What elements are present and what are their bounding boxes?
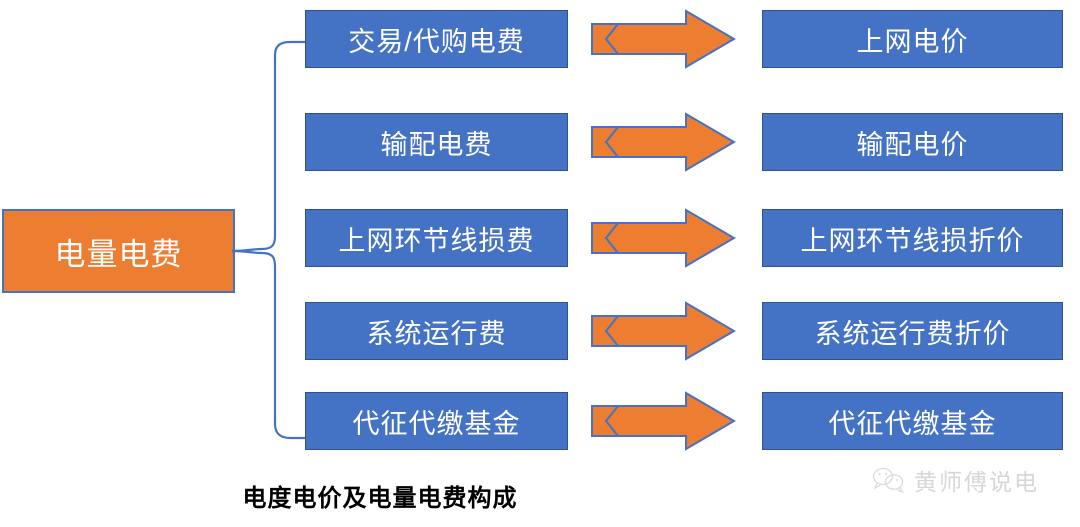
right-arrow-icon-3 <box>591 301 736 361</box>
fee-box-1: 输配电费 <box>305 113 568 171</box>
fee-box-1-label: 输配电费 <box>380 129 493 160</box>
watermark-text: 黄师傅说电 <box>914 469 1039 495</box>
price-box-4-label: 代征代缴基金 <box>828 408 997 439</box>
fee-box-4-label: 代征代缴基金 <box>352 408 521 439</box>
price-box-3: 系统运行费折价 <box>762 302 1063 360</box>
price-box-4: 代征代缴基金 <box>762 392 1063 450</box>
price-box-0-label: 上网电价 <box>856 26 969 57</box>
price-box-0: 上网电价 <box>762 10 1063 68</box>
price-box-1: 输配电价 <box>762 113 1063 171</box>
price-box-3-label: 系统运行费折价 <box>814 318 1011 349</box>
fee-box-2: 上网环节线损费 <box>305 209 568 267</box>
fee-box-2-label: 上网环节线损费 <box>338 225 535 256</box>
root-node-electricity-fee: 电量电费 <box>2 209 235 293</box>
root-node-label: 电量电费 <box>54 236 183 272</box>
fee-box-0: 交易/代购电费 <box>305 10 568 68</box>
right-arrow-icon-0 <box>591 9 736 69</box>
fee-box-3: 系统运行费 <box>305 302 568 360</box>
bracket-connector <box>232 40 306 440</box>
fee-box-0-label: 交易/代购电费 <box>348 26 525 57</box>
right-arrow-icon-1 <box>591 112 736 172</box>
fee-box-4: 代征代缴基金 <box>305 392 568 450</box>
diagram-caption: 电度电价及电量电费构成 <box>242 485 518 512</box>
watermark: 黄师傅说电 <box>872 463 1039 497</box>
fee-box-3-label: 系统运行费 <box>366 318 507 349</box>
price-box-1-label: 输配电价 <box>856 129 969 160</box>
right-arrow-icon-2 <box>591 208 736 268</box>
price-box-2-label: 上网环节线损折价 <box>800 225 1025 256</box>
wechat-icon <box>872 467 904 493</box>
right-arrow-icon-4 <box>591 391 736 451</box>
price-box-2: 上网环节线损折价 <box>762 209 1063 267</box>
